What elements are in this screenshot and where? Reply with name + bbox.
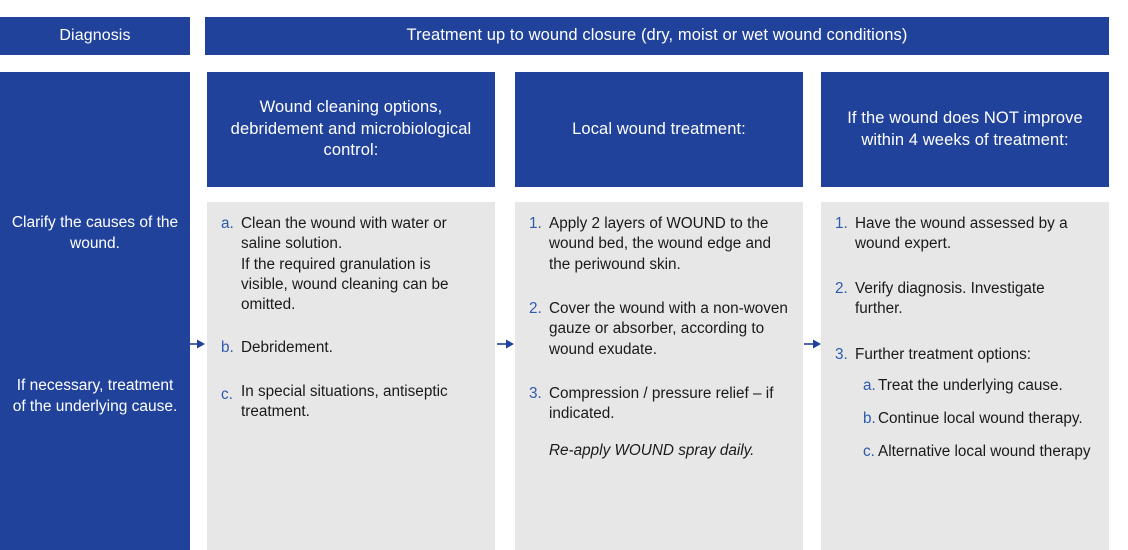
list-item: a. Clean the wound with water or saline … <box>221 214 481 316</box>
list-marker: 3. <box>835 346 848 364</box>
list-marker: c. <box>863 443 875 461</box>
list-item: c. In special situations, antiseptic tre… <box>221 382 481 423</box>
header-column-no-improvement: If the wound does NOT improve within 4 w… <box>821 72 1109 187</box>
list-item-text: Continue local wound therapy. <box>878 410 1083 428</box>
list-marker: 1. <box>529 215 542 232</box>
list-marker: 1. <box>835 215 848 232</box>
further-options-sublist: a. Treat the underlying cause. b. Contin… <box>835 376 1095 463</box>
arrow-right-icon <box>497 339 514 349</box>
panel-wound-cleaning: a. Clean the wound with water or saline … <box>207 202 495 550</box>
list-item-text: Cover the wound with a non-woven gauze o… <box>549 300 788 358</box>
arrow-right-icon <box>188 339 205 349</box>
list-marker: 3. <box>529 385 542 403</box>
arrow-right-icon <box>804 339 821 349</box>
list-marker: b. <box>863 410 876 428</box>
list-item: 2. Verify diagnosis. Investigate further… <box>835 279 1095 320</box>
header-column-wound-cleaning: Wound cleaning options, debridement and … <box>207 72 495 187</box>
list-marker: b. <box>221 338 234 356</box>
list-marker: a. <box>863 376 876 394</box>
list-marker: 2. <box>835 279 848 297</box>
header-treatment: Treatment up to wound closure (dry, mois… <box>205 17 1109 55</box>
sidebar-text-clarify-causes: Clarify the causes of the wound. <box>11 214 179 253</box>
sidebar-text-underlying-cause: If necessary, treatment of the underlyin… <box>12 377 178 416</box>
reapply-note: Re-apply WOUND spray daily. <box>549 441 755 459</box>
list-item: c. Alternative local wound therapy <box>863 442 1095 462</box>
list-item-text: Verify diagnosis. Investigate further. <box>855 279 1045 318</box>
list-item: b. Debridement. <box>221 338 481 358</box>
list-item: b. Continue local wound therapy. <box>863 409 1095 429</box>
list-marker: a. <box>221 215 234 232</box>
list-item-text: Further treatment options: <box>855 346 1031 364</box>
list-item-text: Apply 2 layers of WOUND to the wound bed… <box>549 215 771 273</box>
panel-local-treatment: 1. Apply 2 layers of WOUND to the wound … <box>515 202 803 550</box>
sidebar-diagnosis-panel: Clarify the causes of the wound. If nece… <box>0 72 190 550</box>
list-item: a. Treat the underlying cause. <box>863 376 1095 396</box>
list-item-text: Compression / pressure relief – if indic… <box>549 385 774 423</box>
header-diagnosis: Diagnosis <box>0 17 190 55</box>
list-item: 1. Have the wound assessed by a wound ex… <box>835 214 1095 255</box>
list-item-text: Have the wound assessed by a wound exper… <box>855 215 1068 253</box>
list-item: 1. Apply 2 layers of WOUND to the wound … <box>529 214 789 275</box>
list-item-text: Clean the wound with water or saline sol… <box>241 215 449 314</box>
list-item-text: In special situations, antiseptic treatm… <box>241 383 448 421</box>
panel-no-improvement: 1. Have the wound assessed by a wound ex… <box>821 202 1109 550</box>
list-item: 3. Further treatment options: <box>835 345 1095 365</box>
list-marker: c. <box>221 386 233 404</box>
list-marker: 2. <box>529 300 542 318</box>
list-item-text: Alternative local wound therapy <box>878 443 1091 461</box>
list-item: 3. Compression / pressure relief – if in… <box>529 384 789 425</box>
list-item-text: Treat the underlying cause. <box>878 376 1063 394</box>
header-column-local-treatment: Local wound treatment: <box>515 72 803 187</box>
list-item-text: Debridement. <box>241 338 333 356</box>
list-item: 2. Cover the wound with a non-woven gauz… <box>529 299 789 360</box>
